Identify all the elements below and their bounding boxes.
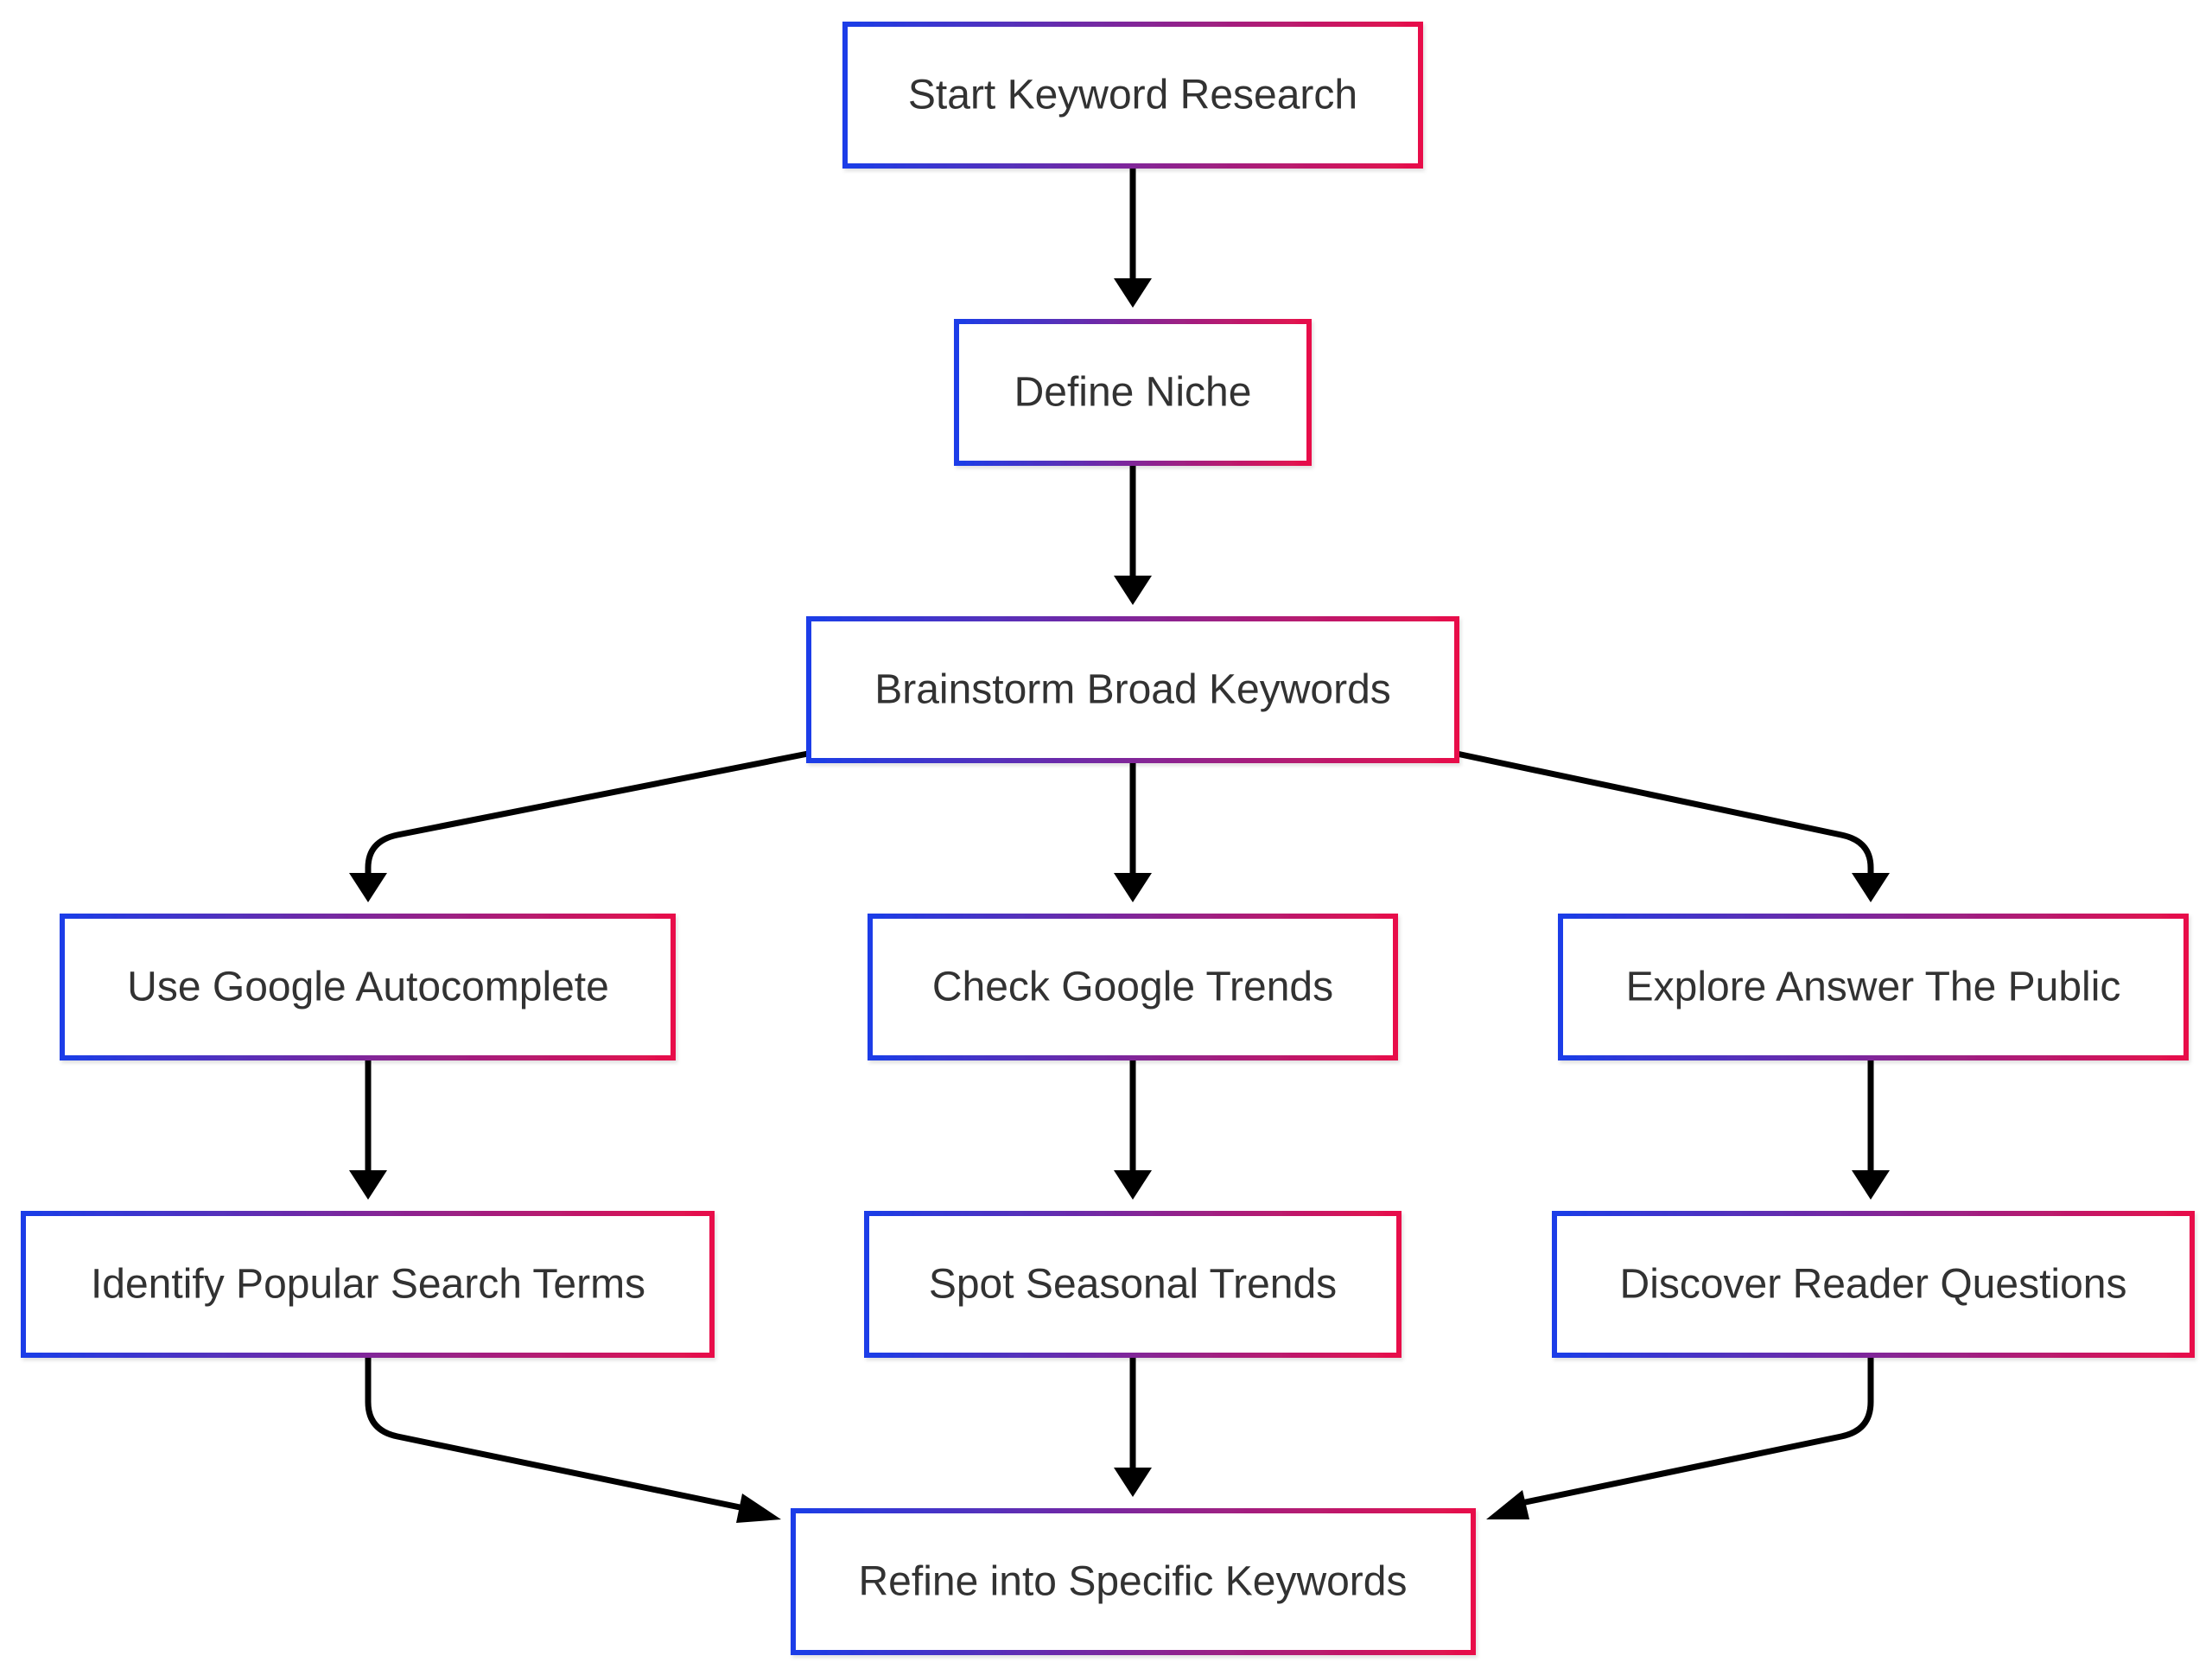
node-use-google-autocomplete: Use Google Autocomplete [60, 914, 676, 1060]
edges [365, 164, 1874, 1513]
node-label: Check Google Trends [932, 965, 1333, 1010]
edge-brainstorm-to-autocomplete [365, 750, 811, 885]
arrowhead-brainstorm [1114, 576, 1152, 605]
node-define-niche: Define Niche [954, 319, 1312, 466]
node-label: Discover Reader Questions [1620, 1262, 2127, 1308]
arrowhead-atp [1852, 873, 1890, 902]
node-identify-popular-search-terms: Identify Popular Search Terms [21, 1211, 715, 1358]
arrowhead-refine-right [1486, 1490, 1529, 1519]
node-discover-reader-questions: Discover Reader Questions [1552, 1211, 2195, 1358]
node-start-keyword-research: Start Keyword Research [842, 22, 1423, 169]
node-explore-answer-the-public: Explore Answer The Public [1558, 914, 2189, 1060]
arrowhead-seasonal [1114, 1170, 1152, 1200]
node-label: Use Google Autocomplete [127, 965, 609, 1010]
edge-brainstorm-to-atp [1453, 750, 1874, 885]
node-label: Explore Answer The Public [1626, 965, 2121, 1010]
arrowhead-autocomplete [349, 873, 387, 902]
node-brainstorm-broad-keywords: Brainstorm Broad Keywords [806, 616, 1459, 763]
arrowhead-popular [349, 1170, 387, 1200]
arrowhead-questions [1852, 1170, 1890, 1200]
node-refine-into-specific-keywords: Refine into Specific Keywords [791, 1508, 1476, 1655]
edge-questions-to-refine [1514, 1353, 1874, 1507]
node-label: Identify Popular Search Terms [91, 1262, 645, 1308]
node-spot-seasonal-trends: Spot Seasonal Trends [864, 1211, 1402, 1358]
node-label: Refine into Specific Keywords [859, 1559, 1408, 1605]
edge-popular-to-refine [365, 1353, 752, 1513]
arrowhead-refine-center [1114, 1468, 1152, 1497]
arrowheads [349, 278, 1890, 1523]
node-label: Start Keyword Research [908, 73, 1357, 118]
arrowhead-niche [1114, 278, 1152, 308]
node-label: Define Niche [1014, 370, 1252, 416]
node-check-google-trends: Check Google Trends [868, 914, 1398, 1060]
arrowhead-refine-left [736, 1493, 781, 1523]
node-label: Spot Seasonal Trends [929, 1262, 1337, 1308]
arrowhead-trends [1114, 873, 1152, 902]
node-label: Brainstorm Broad Keywords [874, 667, 1391, 713]
